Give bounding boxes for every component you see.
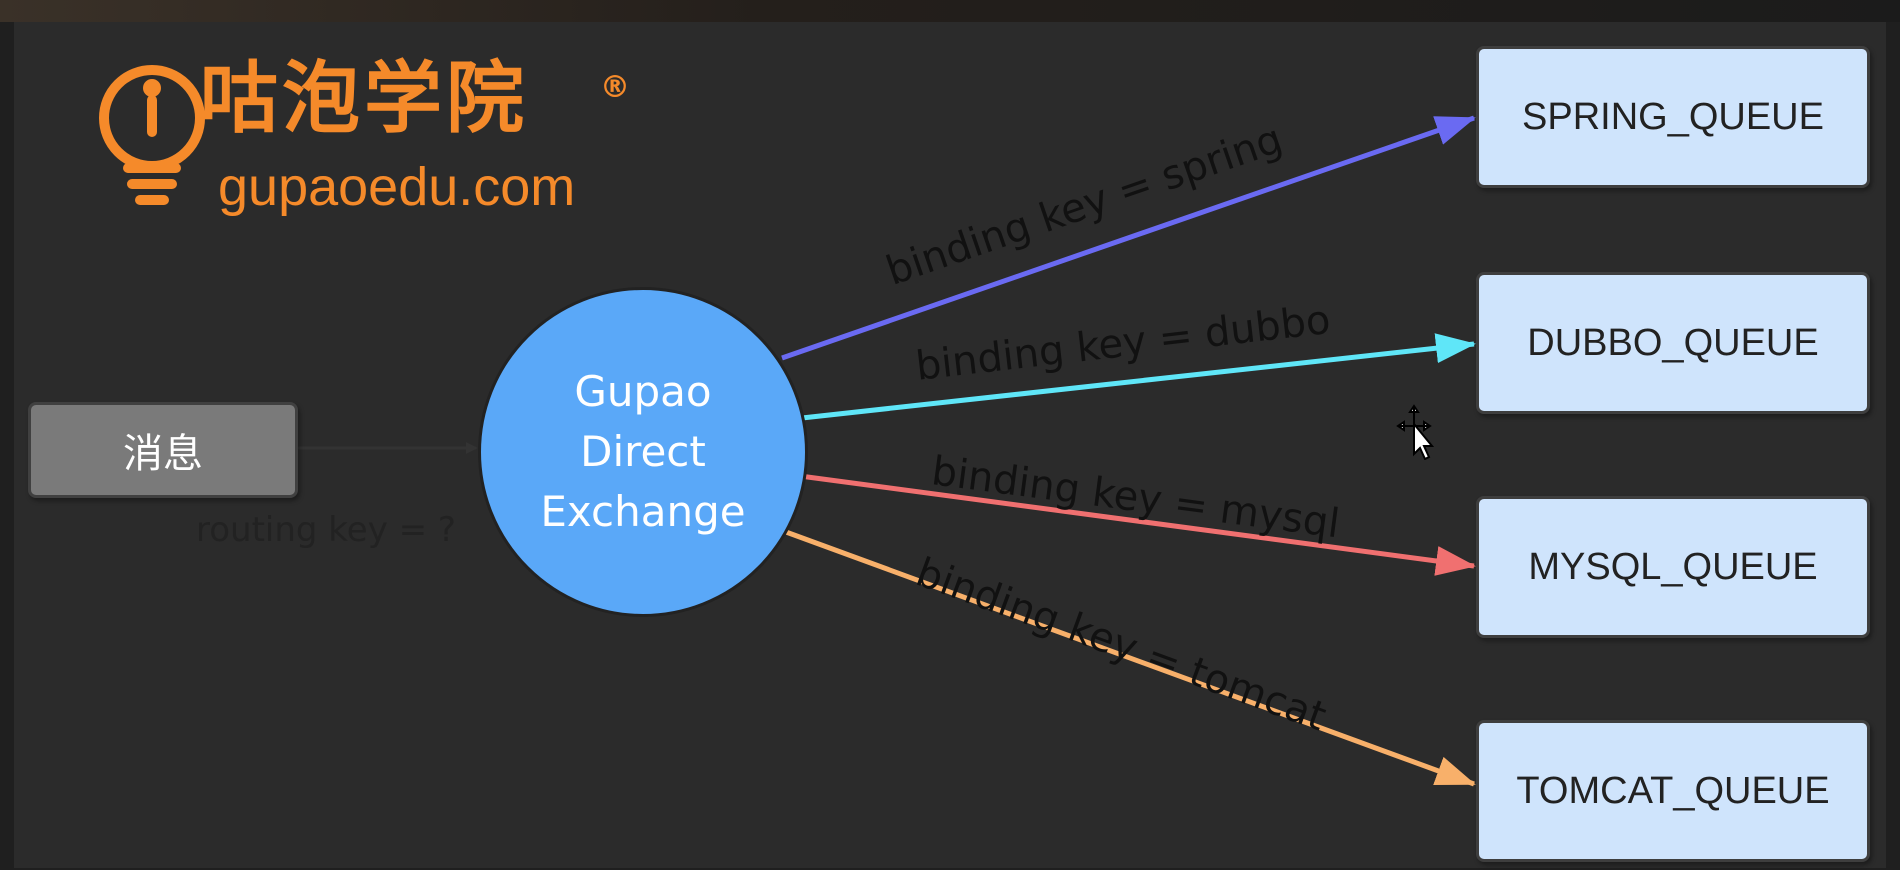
queue-tomcat-label: TOMCAT_QUEUE	[1516, 769, 1830, 812]
move-cursor-icon	[1396, 404, 1435, 460]
message-node: 消息	[28, 402, 298, 498]
queue-spring: SPRING_QUEUE	[1476, 46, 1870, 188]
exchange-line-3: Exchange	[540, 487, 746, 536]
binding-arrow-tomcat	[785, 529, 1476, 787]
queue-spring-label: SPRING_QUEUE	[1522, 95, 1824, 138]
queue-dubbo: DUBBO_QUEUE	[1476, 272, 1870, 414]
window-right-frame	[1886, 22, 1900, 870]
queue-dubbo-label: DUBBO_QUEUE	[1527, 321, 1819, 364]
binding-arrow-mysql	[799, 473, 1476, 576]
exchange-line-2: Direct	[580, 427, 706, 476]
logo-domain: gupaoedu.com	[218, 157, 576, 217]
routing-key-label: routing key = ?	[196, 510, 456, 550]
queue-mysql-label: MYSQL_QUEUE	[1528, 545, 1818, 588]
binding-arrow-spring	[781, 115, 1476, 361]
window-left-frame	[0, 22, 14, 870]
message-label: 消息	[123, 431, 203, 477]
queue-mysql: MYSQL_QUEUE	[1476, 496, 1870, 638]
window-bottom-frame	[0, 868, 1900, 870]
logo-chinese-name: 咕泡学院	[200, 54, 529, 144]
logo-registered-mark: ®	[600, 70, 630, 105]
binding-arrow-dubbo	[801, 333, 1476, 421]
exchange-line-1: Gupao	[574, 367, 712, 416]
exchange-node: Gupao Direct Exchange	[478, 287, 808, 617]
queue-tomcat: TOMCAT_QUEUE	[1476, 720, 1870, 862]
window-top-frame	[0, 0, 1900, 22]
lightbulb-logo-icon	[99, 65, 205, 205]
